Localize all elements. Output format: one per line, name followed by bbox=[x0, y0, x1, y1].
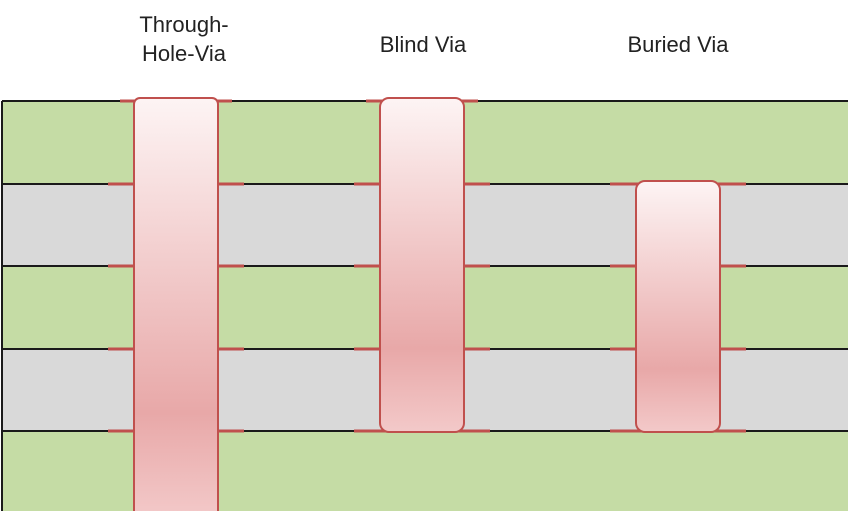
through-hole-via-label: Through- Hole-Via bbox=[104, 10, 264, 68]
through-hole-via-label-line-1: Through- bbox=[139, 12, 229, 37]
buried-via-label: Buried Via bbox=[627, 32, 729, 57]
blind-via bbox=[379, 97, 465, 433]
copper-layer bbox=[2, 431, 848, 511]
blind-via-label: Blind Via bbox=[379, 32, 467, 57]
buried-via bbox=[635, 180, 721, 433]
through-hole-via bbox=[133, 97, 219, 511]
through-hole-via-label-line-2: Hole-Via bbox=[142, 41, 226, 66]
